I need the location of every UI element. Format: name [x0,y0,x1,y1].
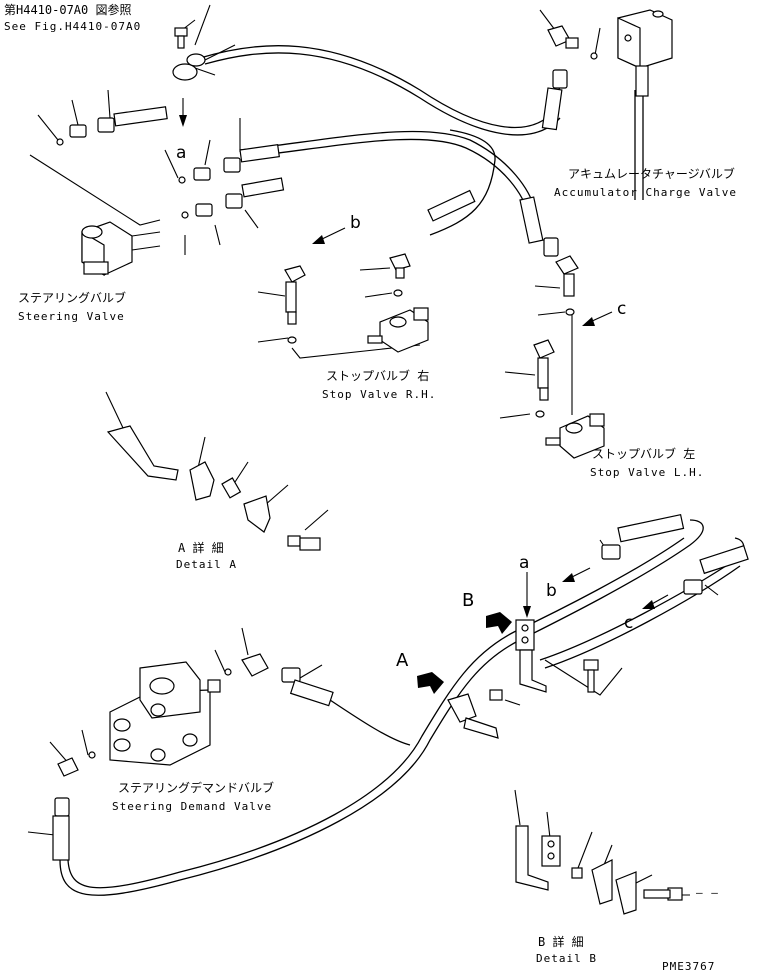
detail-a-parts [106,425,321,551]
steering-valve-label-jp: ステアリングバルブ [18,290,126,305]
accumulator-label-en: Accumulator Charge Valve [554,186,737,199]
detail-b-label-en: Detail B [536,952,597,965]
demand-valve-label-en: Steering Demand Valve [112,800,272,813]
stop-valve-lh [533,255,605,459]
steering-valve [81,221,161,277]
detail-a-label-jp: A 詳 細 [178,540,224,555]
demand-valve-label-jp: ステアリングデマンドバルブ [118,780,274,795]
direction-arrows [179,98,669,694]
big-arrow-a [417,672,444,694]
accumulator-charge-valve [541,9,673,131]
stop-valve-rh [284,253,429,353]
stop-valve-lh-label-en: Stop Valve L.H. [590,466,704,479]
text-labels: 第H4410-07A0 図参照 See Fig.H4410-07A0 アキュムレ… [4,2,737,972]
stop-valve-lh-label-jp: ストップバルブ 左 [592,446,695,461]
detail-a-label-en: Detail A [176,558,237,571]
callout-a-top: a [176,143,186,163]
callout-dash: – – [696,886,719,899]
big-arrow-b [486,612,512,634]
callout-a-lower: a [519,553,529,573]
hose-lines [59,45,745,896]
stop-valve-rh-label-en: Stop Valve R.H. [322,388,436,401]
fig-ref-en: See Fig.H4410-07A0 [4,20,141,33]
accumulator-label-jp: アキュムレータチャージバルブ [568,166,735,181]
fig-ref-jp: 第H4410-07A0 図参照 [4,2,131,17]
steering-demand-valve [52,653,334,861]
callout-b-lower: b [546,581,557,601]
callout-c-lower: c [624,613,633,633]
parts [52,9,749,915]
callout-c-mid: c [617,299,626,319]
drawing-number: PME3767 [662,960,715,972]
steering-valve-label-en: Steering Valve [18,310,125,323]
clamp-a [447,689,503,739]
callout-big-a: A [396,650,409,671]
detail-b-parts [515,825,683,915]
stop-valve-rh-label-jp: ストップバルブ 右 [326,368,429,383]
detail-b-label-jp: B 詳 細 [538,934,584,949]
callout-big-b: B [462,590,474,611]
callout-b-mid: b [350,213,361,233]
clamp-b [515,619,599,693]
